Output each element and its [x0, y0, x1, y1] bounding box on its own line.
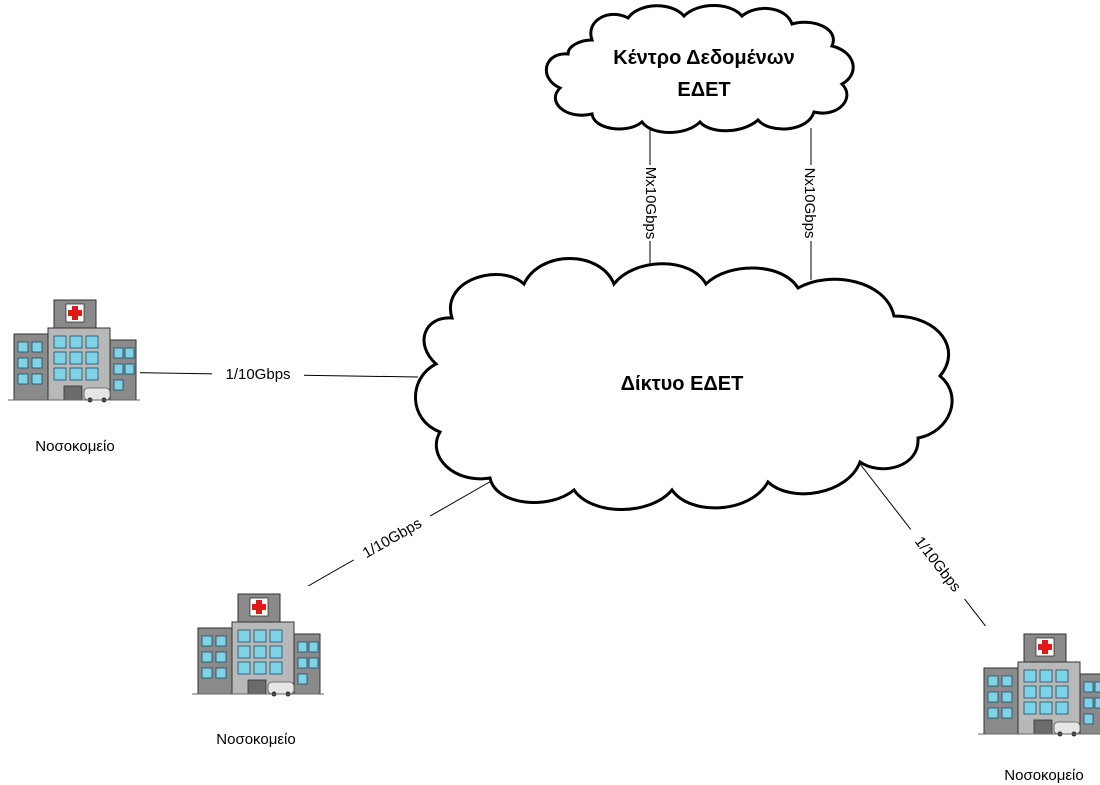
hospital-building-icon: [977, 625, 1100, 745]
hospital-label-right: Νοσοκομείο: [1004, 767, 1083, 784]
hospital-bottom: [191, 585, 325, 705]
hospital-label-left: Νοσοκομείο: [35, 438, 114, 455]
hospital-right: [977, 625, 1100, 745]
hospital-building-icon: [7, 291, 141, 411]
cloud-icon: [414, 257, 954, 511]
hospital-left: [7, 291, 141, 411]
link-label-hospital-left: 1/10Gbps: [225, 366, 290, 383]
cloud-icon: [544, 4, 855, 134]
data-center-cloud: Κέντρο Δεδομένων ΕΔΕΤ: [544, 4, 855, 134]
data-center-title-line2: ΕΔΕΤ: [677, 79, 730, 101]
hospital-label-bottom: Νοσοκομείο: [216, 731, 295, 748]
link-label-dc-left: Mx10Gbps: [642, 167, 659, 240]
hospital-building-icon: [191, 585, 325, 705]
network-cloud-title: Δίκτυο ΕΔΕΤ: [621, 373, 744, 395]
network-cloud: Δίκτυο ΕΔΕΤ: [414, 257, 954, 511]
link-label-dc-right: Nx10Gbps: [801, 168, 818, 239]
data-center-title-line1: Κέντρο Δεδομένων: [613, 47, 795, 69]
link-label-hospital-right: 1/10Gbps: [911, 533, 964, 595]
